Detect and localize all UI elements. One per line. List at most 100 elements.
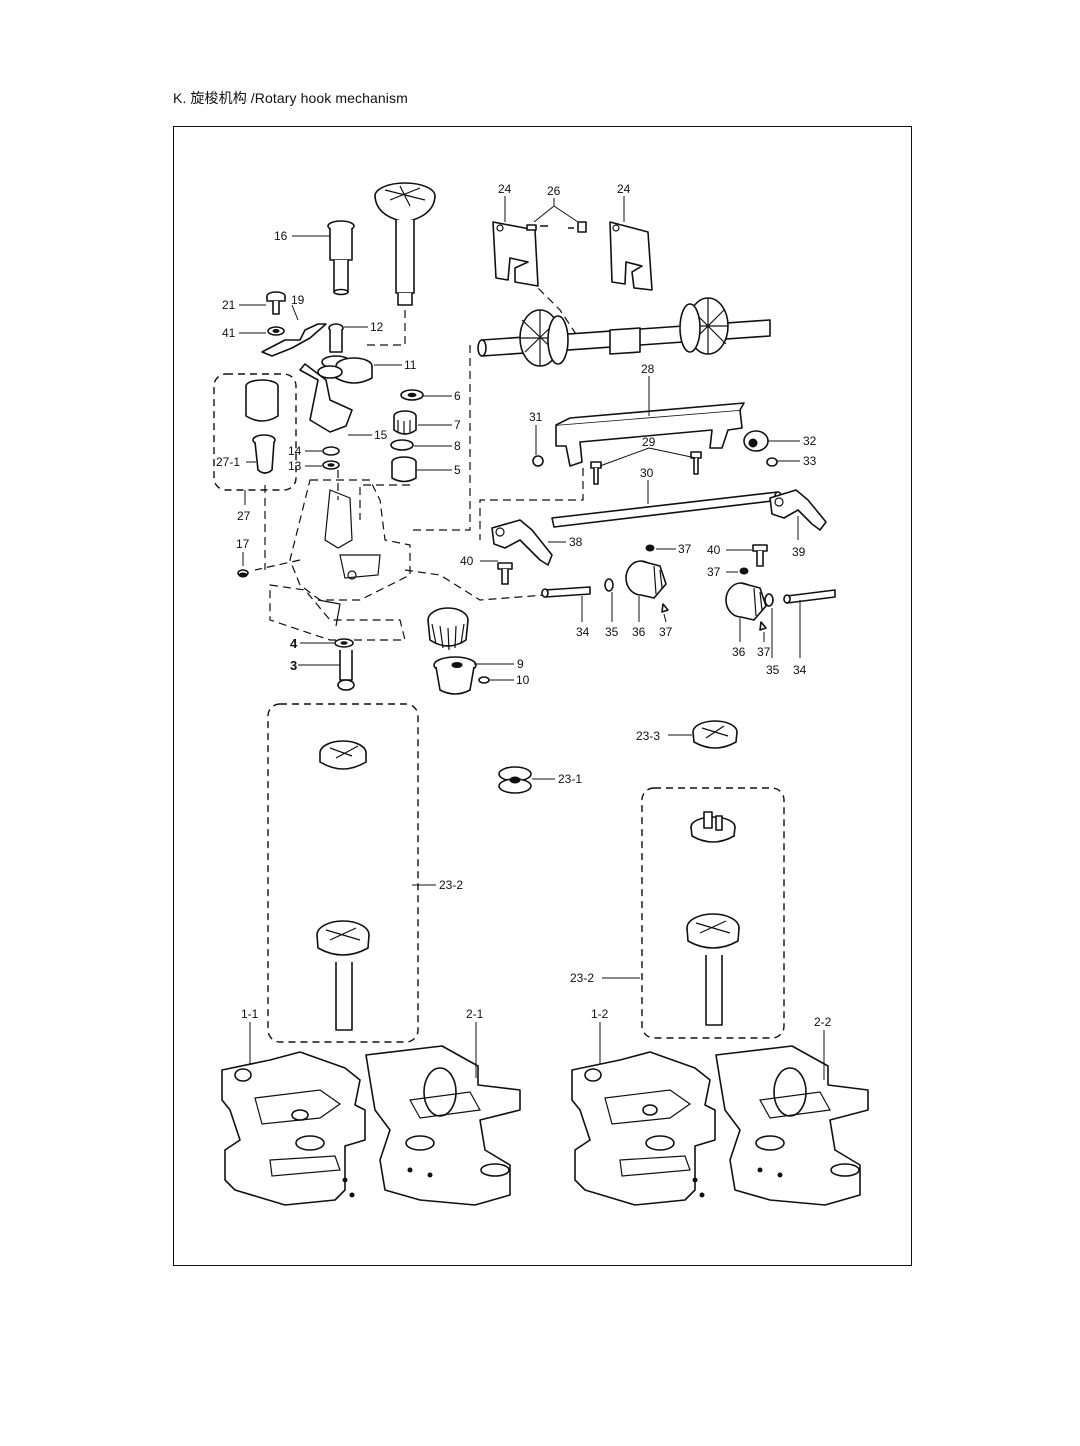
- label-35-left: 35: [605, 625, 619, 639]
- label-2-1: 2-1: [466, 1007, 484, 1021]
- label-27-1: 27-1: [216, 455, 240, 469]
- label-1-1: 1-1: [241, 1007, 259, 1021]
- part-7-bearing: [393, 410, 417, 435]
- label-15: 15: [374, 428, 388, 442]
- part-14-washer: [322, 446, 340, 456]
- part-36-gears: [625, 560, 767, 621]
- part-24-plate-right: [609, 221, 653, 291]
- part-4-washer: [334, 638, 354, 648]
- label-39: 39: [792, 545, 806, 559]
- label-35-right: 35: [766, 663, 780, 677]
- label-31: 31: [529, 410, 543, 424]
- main-shaft: [477, 297, 771, 367]
- label-9: 9: [517, 657, 524, 671]
- part-26-screws: [526, 221, 587, 233]
- part-number-labels: 16 21 19 41 12 11 6 7 8 5 15 14 13 27-1 …: [216, 182, 832, 1029]
- part-23-2-rotary-hook-left: [267, 703, 419, 1043]
- label-28: 28: [641, 362, 655, 376]
- label-38: 38: [569, 535, 583, 549]
- label-23-3: 23-3: [636, 729, 660, 743]
- part-1-2-hook-base: [571, 1051, 716, 1206]
- label-13: 13: [288, 459, 302, 473]
- label-6: 6: [454, 389, 461, 403]
- label-11: 11: [404, 358, 417, 372]
- part-2-2-hook-base: [715, 1045, 869, 1206]
- part-8-snap-ring: [390, 439, 414, 451]
- label-5: 5: [454, 463, 461, 477]
- label-23-1: 23-1: [558, 772, 582, 786]
- part-11-collar: [317, 357, 373, 384]
- label-14: 14: [288, 444, 302, 458]
- part-6-washer: [400, 389, 424, 401]
- part-34-pins: [541, 586, 836, 604]
- part-23-2-rotary-hook-right: [641, 787, 785, 1039]
- label-37-right: 37: [757, 645, 771, 659]
- part-31-clip: [532, 455, 544, 467]
- part-35-washers: [604, 578, 774, 607]
- part-24-plate-left: [492, 221, 539, 287]
- label-40-right: 40: [707, 543, 721, 557]
- label-33: 33: [803, 454, 817, 468]
- part-37-set-screws: [645, 544, 767, 631]
- part-2-1-hook-base: [365, 1045, 521, 1206]
- label-36-left: 36: [632, 625, 646, 639]
- part-30-rod: [551, 491, 782, 528]
- label-10: 10: [516, 673, 530, 687]
- assembly-guide-lines: [254, 269, 584, 601]
- part-9-bushing: [433, 656, 477, 695]
- label-16: 16: [274, 229, 288, 243]
- label-30: 30: [640, 466, 654, 480]
- label-12: 12: [370, 320, 384, 334]
- part-33-screw: [766, 457, 778, 467]
- part-41-washer: [267, 326, 285, 336]
- label-40-left: 40: [460, 554, 474, 568]
- part-40-screw-right: [752, 544, 768, 567]
- label-24-left: 24: [498, 182, 512, 196]
- label-23-2-right: 23-2: [570, 971, 594, 985]
- label-34-left: 34: [576, 625, 590, 639]
- label-17: 17: [236, 537, 250, 551]
- part-38-arm: [491, 519, 553, 566]
- part-17-screw: [237, 569, 249, 578]
- label-19: 19: [291, 293, 305, 307]
- part-3-screw: [337, 650, 355, 691]
- label-29: 29: [642, 435, 656, 449]
- label-27: 27: [237, 509, 251, 523]
- label-21: 21: [222, 298, 236, 312]
- page-title: K. 旋梭机构 /Rotary hook mechanism: [173, 90, 408, 106]
- label-36-right: 36: [732, 645, 746, 659]
- label-3: 3: [290, 658, 297, 673]
- part-29-screws: [590, 451, 702, 485]
- part-32-collar: [743, 430, 769, 452]
- label-1-2: 1-2: [591, 1007, 609, 1021]
- label-2-2: 2-2: [814, 1015, 832, 1029]
- label-41: 41: [222, 326, 236, 340]
- lower-gear: [427, 607, 469, 651]
- upper-gear-shaft: [374, 182, 436, 306]
- label-23-2-left: 23-2: [439, 878, 463, 892]
- label-7: 7: [454, 418, 461, 432]
- part-23-1-bobbin: [498, 766, 532, 794]
- label-37-top: 37: [678, 542, 692, 556]
- label-37-mid: 37: [707, 565, 721, 579]
- label-4: 4: [290, 636, 298, 651]
- label-34-right: 34: [793, 663, 807, 677]
- part-21-screw: [266, 291, 286, 315]
- part-13-washer: [322, 460, 340, 470]
- part-19-bracket: [261, 323, 353, 433]
- label-leader-lines: [239, 196, 825, 1080]
- part-16-hook-shaft: [327, 220, 355, 296]
- part-5-bushing: [391, 456, 417, 483]
- label-8: 8: [454, 439, 461, 453]
- part-1-1-hook-base: [221, 1051, 366, 1206]
- part-40-screw-left: [497, 562, 513, 585]
- part-27-group: [213, 373, 297, 505]
- diagram-frame: [173, 126, 912, 1266]
- label-37-left: 37: [659, 625, 673, 639]
- hook-base-body: [269, 479, 411, 641]
- part-10-screw: [478, 676, 490, 684]
- part-28-bracket-frame: [555, 402, 745, 467]
- label-24-right: 24: [617, 182, 631, 196]
- label-26: 26: [547, 184, 561, 198]
